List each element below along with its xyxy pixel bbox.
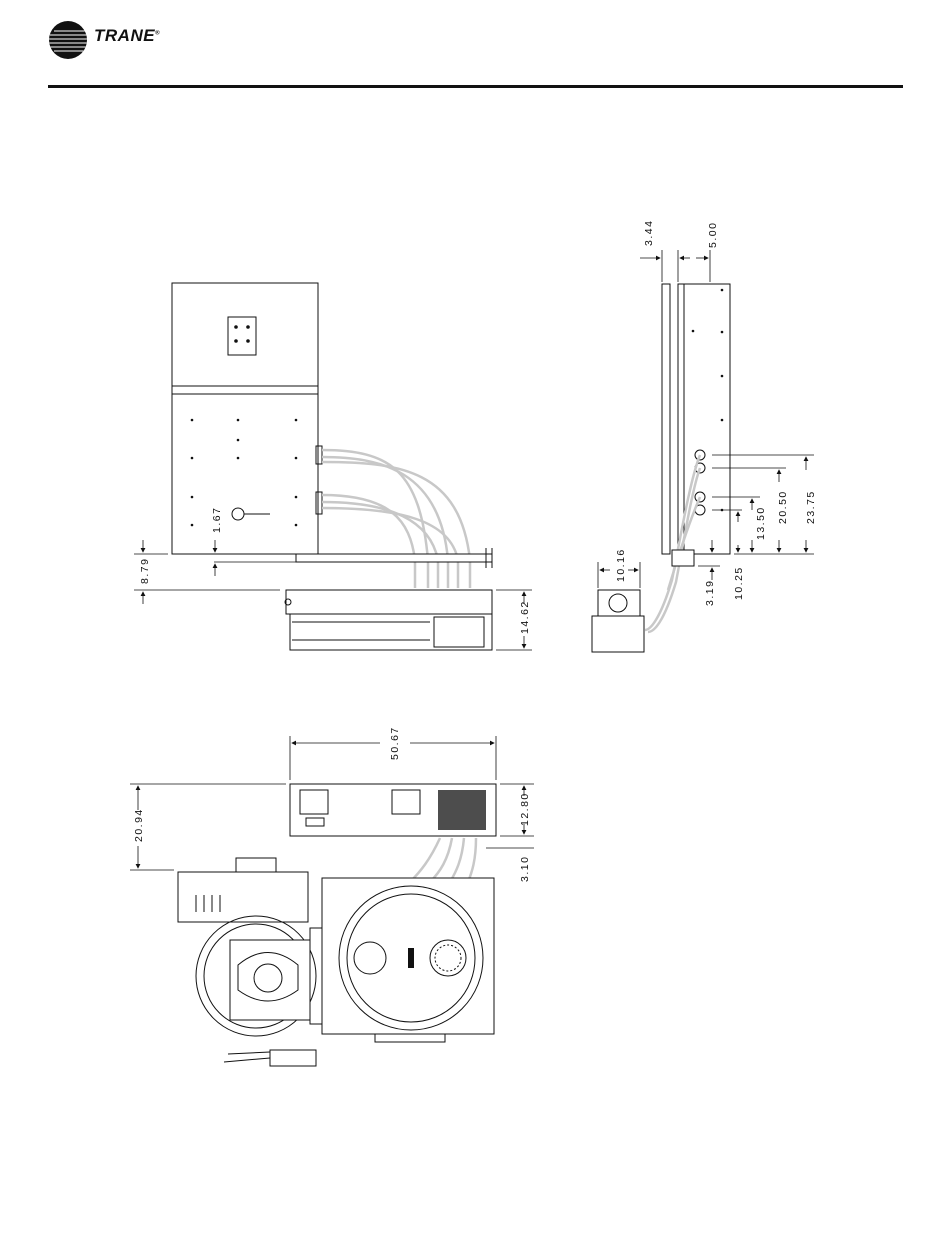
dim-1-67: 1.67 [211, 507, 223, 533]
dim-10-16: 10.16 [615, 548, 627, 582]
dim-12-80: 12.80 [519, 792, 531, 826]
dim-8-79: 8.79 [139, 558, 151, 584]
dim-23-75: 23.75 [805, 490, 817, 524]
dim-5-00: 5.00 [707, 222, 719, 248]
front-view [134, 283, 532, 650]
dim-3-10: 3.10 [519, 856, 531, 882]
dim-14-62: 14.62 [519, 600, 531, 634]
dim-50-67: 50.67 [389, 726, 401, 760]
dim-13-50: 13.50 [755, 506, 767, 540]
dim-20-94: 20.94 [133, 808, 145, 842]
dim-20-50: 20.50 [777, 490, 789, 524]
dim-3-19: 3.19 [704, 580, 716, 606]
side-view [592, 250, 814, 652]
dim-3-44: 3.44 [643, 220, 655, 246]
top-view [130, 736, 534, 1066]
dim-10-25: 10.25 [733, 566, 745, 600]
